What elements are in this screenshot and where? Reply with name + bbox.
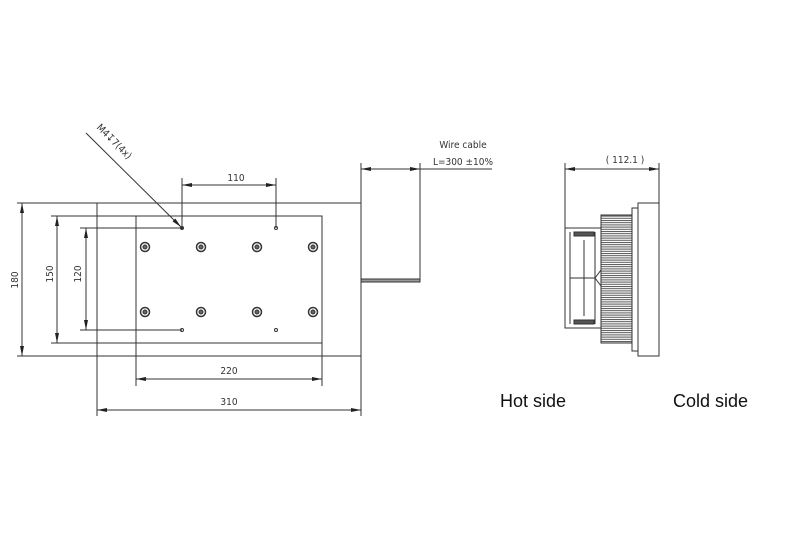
screw-icon	[139, 306, 151, 318]
dim-112-1: ( 112.1 )	[606, 155, 644, 166]
inner-plate	[135, 215, 323, 344]
mounting-holes	[139, 226, 319, 332]
dim-120: 120	[73, 265, 84, 282]
dim-110: 110	[227, 173, 244, 184]
fan-icon	[564, 227, 602, 329]
screw-icon	[251, 241, 263, 253]
side-view	[564, 163, 660, 357]
screw-icon	[195, 306, 207, 318]
screw-icon	[195, 241, 207, 253]
cable-length: L=300 ±10%	[433, 157, 494, 168]
dim-150: 150	[45, 265, 56, 282]
dim-180: 180	[10, 271, 21, 288]
heatsink-fins	[600, 214, 633, 344]
cold-plate	[637, 202, 660, 357]
hole-callout: M4↧7(4x)	[94, 122, 133, 161]
outer-plate	[96, 202, 362, 357]
dim-310: 310	[220, 397, 237, 408]
cold-side-label: Cold side	[673, 391, 749, 411]
dim-220: 220	[220, 366, 237, 377]
screw-icon	[251, 306, 263, 318]
screw-icon	[307, 306, 319, 318]
screw-icon	[307, 241, 319, 253]
screw-icon	[139, 241, 151, 253]
cable-label: Wire cable	[439, 140, 487, 151]
wire-cable	[360, 278, 421, 283]
hot-side-label: Hot side	[500, 391, 567, 411]
